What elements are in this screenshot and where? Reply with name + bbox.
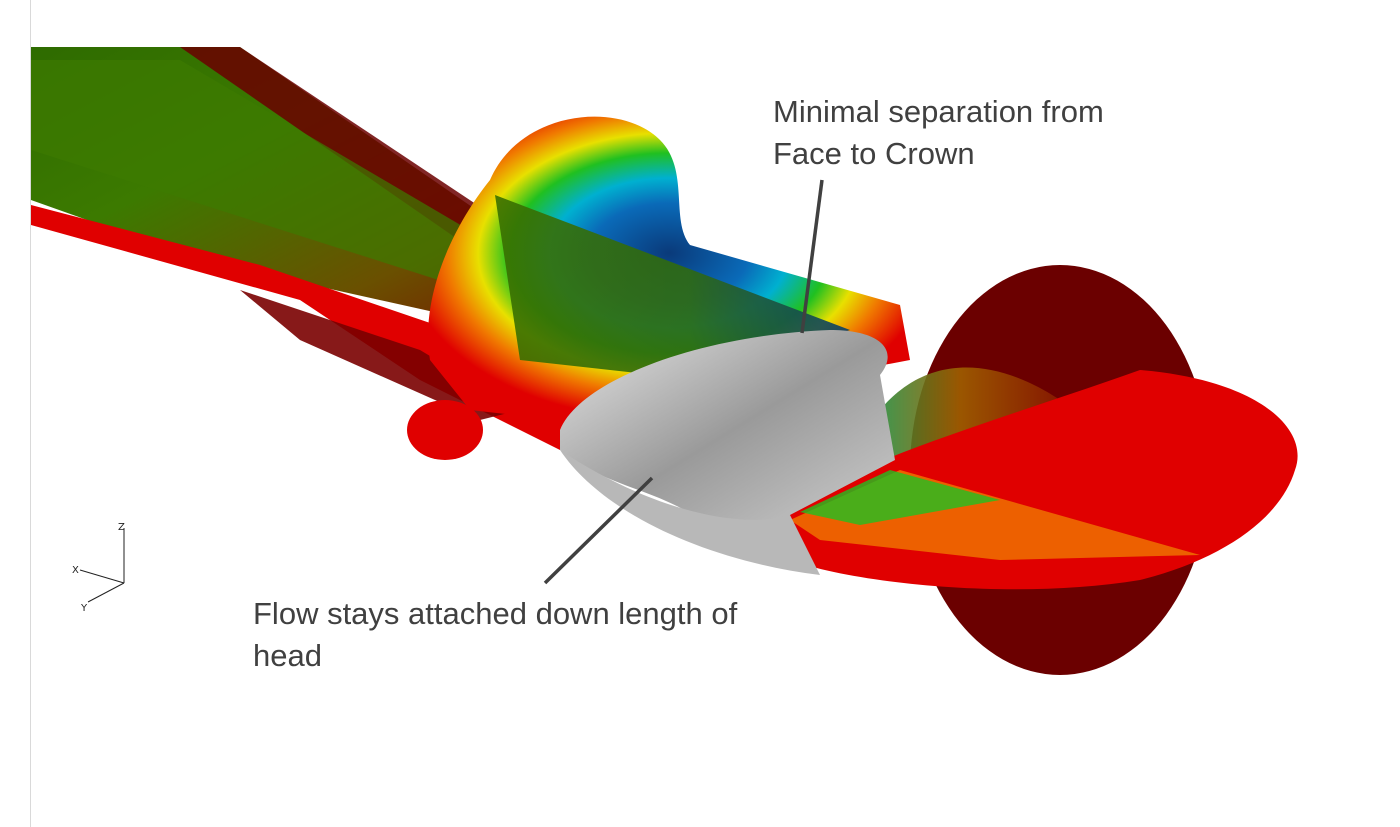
axis-label-x: X xyxy=(72,565,79,576)
contour-loop-inner xyxy=(495,195,850,380)
wake-streak-shadow xyxy=(240,290,520,420)
page-left-border xyxy=(0,0,31,827)
axis-triad: Z X Y xyxy=(72,522,125,614)
club-head-sole xyxy=(560,450,820,575)
flow-plane-contour-green xyxy=(800,470,1000,525)
wake-blob xyxy=(407,400,483,460)
axis-label-y: Y xyxy=(80,603,88,614)
leader-line-bottom xyxy=(543,476,654,585)
annotation-flow-attached: Flow stays attached down length of head xyxy=(253,596,738,673)
annotation-minimal-separation: Minimal separation from Face to Crown xyxy=(773,94,1104,171)
leader-line-top xyxy=(800,179,824,334)
axis-label-z: Z xyxy=(118,522,125,533)
wake-slice-core xyxy=(31,60,520,290)
